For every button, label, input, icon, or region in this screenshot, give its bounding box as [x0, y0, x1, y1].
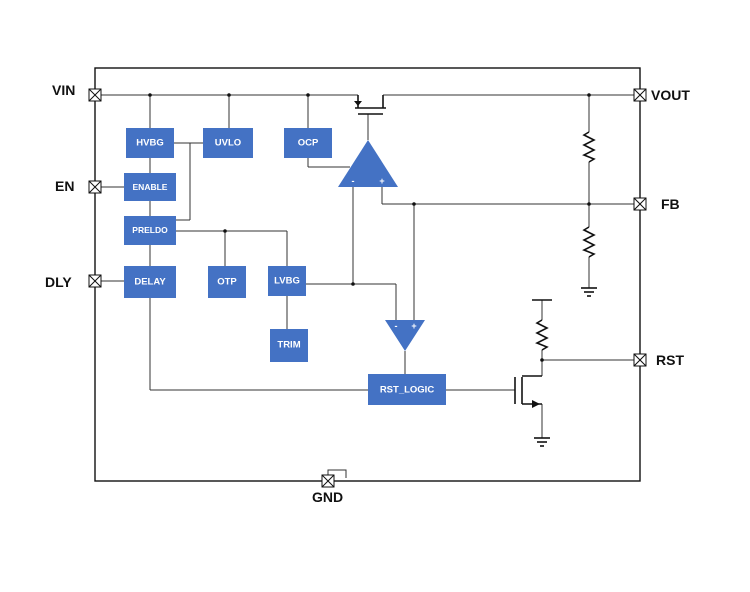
hvbg-label: HVBG	[136, 138, 163, 149]
uvlo-block: UVLO	[203, 128, 253, 158]
reset-nmos-transistor	[514, 375, 542, 408]
error-amp-minus: -	[352, 176, 355, 186]
lvbg-label: LVBG	[274, 276, 300, 287]
divider-ground-icon	[581, 287, 597, 297]
rst-comp-minus: -	[395, 321, 398, 331]
en-pin-icon	[88, 180, 102, 194]
vin-pin-icon	[88, 88, 102, 102]
resistor-bottom	[582, 226, 596, 258]
pin-label-vout: VOUT	[651, 87, 690, 103]
rst-logic-block: RST_LOGIC	[368, 374, 446, 405]
hvbg-block: HVBG	[126, 128, 174, 158]
dly-pin-icon	[88, 274, 102, 288]
rst-comp-plus: +	[411, 321, 416, 331]
trim-label: TRIM	[277, 340, 300, 351]
error-amplifier: - +	[338, 140, 398, 187]
ocp-label: OCP	[298, 138, 319, 149]
pin-markers	[88, 88, 647, 488]
junction-dots	[148, 93, 591, 362]
ground-symbols	[532, 287, 597, 447]
preldo-label: PRELDO	[132, 225, 168, 235]
pin-label-fb: FB	[661, 196, 680, 212]
otp-block: OTP	[208, 266, 246, 298]
resistor-top	[582, 131, 596, 163]
pin-label-en: EN	[55, 178, 74, 194]
error-amp-plus: +	[379, 176, 384, 186]
uvlo-label: UVLO	[215, 138, 241, 149]
pin-label-dly: DLY	[45, 274, 72, 290]
enable-block: ENABLE	[124, 173, 176, 201]
preldo-block: PRELDO	[124, 216, 176, 245]
pin-label-gnd: GND	[312, 489, 343, 505]
gnd-pin-icon	[321, 474, 335, 488]
delay-label: DELAY	[134, 277, 166, 288]
nmos-ground-icon	[534, 437, 550, 447]
rst-pin-icon	[633, 353, 647, 367]
lvbg-block: LVBG	[268, 266, 306, 296]
vout-pin-icon	[633, 88, 647, 102]
rst-logic-label: RST_LOGIC	[380, 385, 435, 396]
delay-block: DELAY	[124, 266, 176, 298]
pin-label-rst: RST	[656, 352, 684, 368]
ocp-block: OCP	[284, 128, 332, 158]
resistors	[535, 131, 596, 351]
pass-transistor	[354, 95, 386, 115]
enable-label: ENABLE	[133, 182, 168, 192]
reset-comparator: - +	[385, 320, 425, 351]
fb-pin-icon	[633, 197, 647, 211]
resistor-pullup	[535, 319, 549, 351]
pin-label-vin: VIN	[52, 82, 75, 98]
otp-label: OTP	[217, 277, 237, 288]
trim-block: TRIM	[270, 329, 308, 362]
